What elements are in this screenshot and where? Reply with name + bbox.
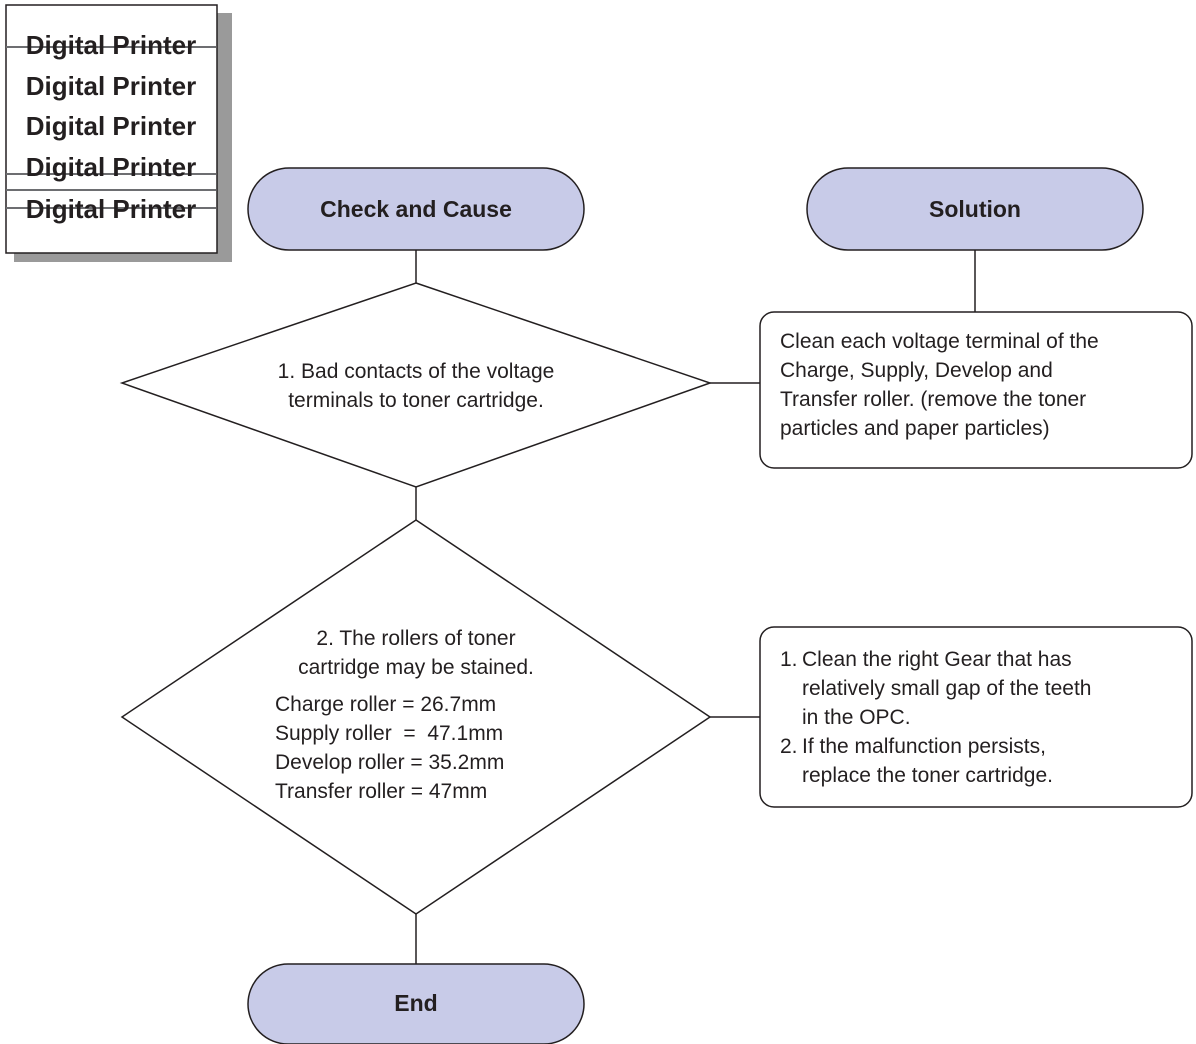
solution-terminal	[806, 167, 1144, 251]
solution-label: Solution	[929, 196, 1021, 222]
decision-2	[120, 519, 712, 915]
roller-spec: Supply roller = 47.1mm	[275, 722, 504, 745]
sample-text-line: Digital Printer	[25, 111, 197, 141]
decision-1	[119, 282, 713, 488]
decision-2-title: 2. The rollers of toner cartridge may be…	[298, 627, 534, 679]
check-cause-label: Check and Cause	[320, 196, 512, 222]
solution-box-1	[759, 311, 1193, 469]
decision-1-text: 1. Bad contacts of the voltage terminals…	[277, 360, 555, 412]
end-terminal	[247, 963, 585, 1044]
solution-box-2	[759, 626, 1193, 808]
sample-text-line: Digital Printer	[25, 194, 197, 224]
solution-1-text: Clean each voltage terminal of the Charg…	[780, 330, 1099, 440]
sample-text-line: Digital Printer	[25, 152, 197, 182]
sample-text-line: Digital Printer	[25, 30, 197, 60]
solution-step: 1. Clean the right Gear that has relativ…	[780, 648, 1092, 729]
roller-spec: Develop roller = 35.2mm	[275, 751, 505, 774]
solution-2-text: 1. Clean the right Gear that has relativ…	[780, 645, 1190, 790]
roller-list: Charge roller = 26.7mm Supply roller = 4…	[275, 690, 504, 806]
roller-spec: Charge roller = 26.7mm	[275, 693, 497, 716]
solution-step: 2. If the malfunction persists, replace …	[780, 735, 1053, 787]
sample-text-line: Digital Printer	[25, 71, 197, 101]
check-cause-terminal	[247, 167, 585, 251]
end-label: End	[394, 990, 438, 1016]
roller-spec: Transfer roller = 47mm	[275, 780, 488, 803]
